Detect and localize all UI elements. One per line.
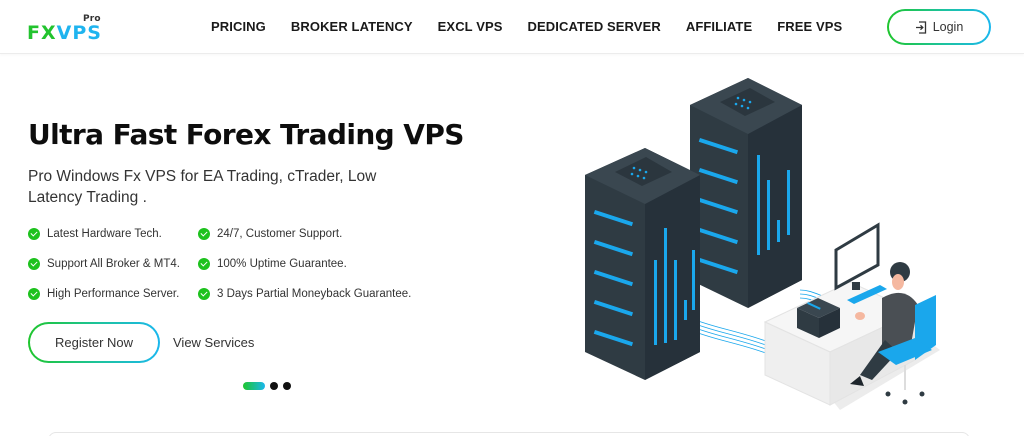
nav-affiliate[interactable]: AFFILIATE [685,19,753,34]
feature-list: Latest Hardware Tech. 24/7, Customer Sup… [28,226,448,302]
feature-item: Latest Hardware Tech. [28,226,198,242]
feature-item: High Performance Server. [28,286,198,302]
mini-server-icon [797,298,840,338]
check-circle-icon [198,288,210,300]
check-circle-icon [198,228,210,240]
login-icon [915,20,926,34]
carousel-indicators [243,382,291,390]
feature-item: 3 Days Partial Moneyback Guarantee. [198,286,448,302]
carousel-dot-1-active[interactable] [243,382,265,390]
feature-item: 100% Uptime Guarantee. [198,256,448,272]
check-circle-icon [28,228,40,240]
nav-broker-latency[interactable]: BROKER LATENCY [290,19,413,34]
server-illustration [585,78,940,410]
nav-free-vps[interactable]: FREE VPS [777,19,843,34]
nav-dedicated-server[interactable]: DEDICATED SERVER [527,19,661,34]
carousel-dot-2[interactable] [270,382,278,390]
monitor-icon [834,222,887,304]
server-tower-back-icon [690,78,802,308]
logo-wordmark: FXVPS [27,22,102,44]
feature-item: Support All Broker & MT4. [28,256,198,272]
server-tower-front-icon [585,148,700,380]
carousel-dot-3[interactable] [283,382,291,390]
fxvps-logo[interactable]: Pro FXVPS [27,13,107,43]
login-button[interactable]: Login [887,9,991,45]
view-services-link[interactable]: View Services [173,335,255,350]
main-nav: PRICING BROKER LATENCY EXCL VPS DEDICATE… [211,19,867,34]
nav-excl-vps[interactable]: EXCL VPS [437,19,503,34]
check-circle-icon [28,288,40,300]
content-card [48,432,970,436]
login-label: Login [932,20,964,34]
nav-pricing[interactable]: PRICING [211,19,266,34]
register-now-button[interactable]: Register Now [28,322,160,363]
check-circle-icon [28,258,40,270]
hero-subtitle: Pro Windows Fx VPS for EA Trading, cTrad… [28,168,377,206]
feature-item: 24/7, Customer Support. [198,226,448,242]
chair-icon [878,295,936,405]
hero-title: Ultra Fast Forex Trading VPS [28,118,464,151]
logo-pro-label: Pro [83,14,101,24]
check-circle-icon [198,258,210,270]
person-icon [850,262,918,386]
site-header: Pro FXVPS PRICING BROKER LATENCY EXCL VP… [0,0,1024,54]
